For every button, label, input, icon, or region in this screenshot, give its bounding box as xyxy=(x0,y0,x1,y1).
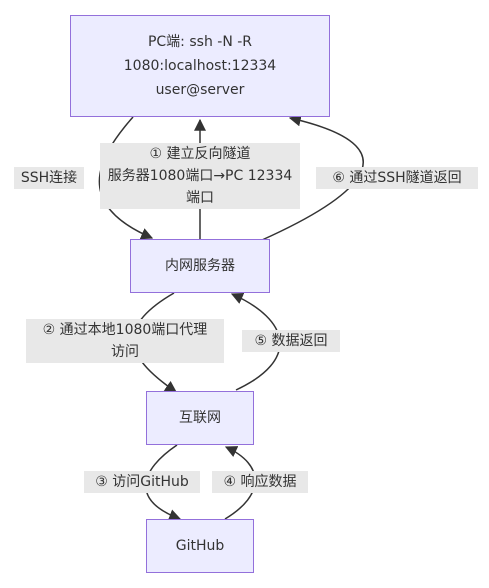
edge-label-step2-line-1: ② 通过本地1080端口代理 xyxy=(42,322,208,338)
node-github-label: GitHub xyxy=(175,538,225,554)
edge-label-step4-text: ④ 响应数据 xyxy=(223,474,297,490)
edge-label-step6: ⑥ 通过SSH隧道返回 xyxy=(316,167,478,189)
edge-label-step1-line-2: 服务器1080端口→PC 12334 xyxy=(107,168,293,184)
edge-label-step5: ⑤ 数据返回 xyxy=(242,330,340,352)
edge-label-step3-text: ③ 访问GitHub xyxy=(95,474,189,490)
node-internet: 互联网 xyxy=(146,391,254,445)
edge-label-step6-text: ⑥ 通过SSH隧道返回 xyxy=(332,170,462,186)
node-server: 内网服务器 xyxy=(130,239,270,293)
edge-label-step2-line-2: 访问 xyxy=(111,344,139,360)
edge-label-step4: ④ 响应数据 xyxy=(212,471,308,493)
edge-label-step3: ③ 访问GitHub xyxy=(84,471,200,493)
node-server-label: 内网服务器 xyxy=(165,258,235,274)
node-github: GitHub xyxy=(146,519,254,573)
edge-label-step1-line-1: ① 建立反向隧道 xyxy=(149,146,251,162)
node-pc-line-3: user@server xyxy=(155,82,245,98)
edge-label-ssh-connect-text: SSH连接 xyxy=(20,170,78,186)
edge-label-step1-line-3: 端口 xyxy=(186,190,214,206)
node-pc: PC端: ssh -N -R 1080:localhost:12334 user… xyxy=(70,15,330,117)
edge-label-ssh-connect: SSH连接 xyxy=(14,167,84,189)
node-pc-line-1: PC端: ssh -N -R xyxy=(147,34,253,50)
node-internet-label: 互联网 xyxy=(179,410,221,426)
edge-label-step1: ① 建立反向隧道 服务器1080端口→PC 12334 端口 xyxy=(100,143,300,209)
node-pc-line-2: 1080:localhost:12334 xyxy=(123,58,277,74)
edge-label-step5-text: ⑤ 数据返回 xyxy=(254,333,328,349)
edge-label-step2: ② 通过本地1080端口代理 访问 xyxy=(26,319,224,363)
edge-ssh-connect xyxy=(98,116,154,240)
